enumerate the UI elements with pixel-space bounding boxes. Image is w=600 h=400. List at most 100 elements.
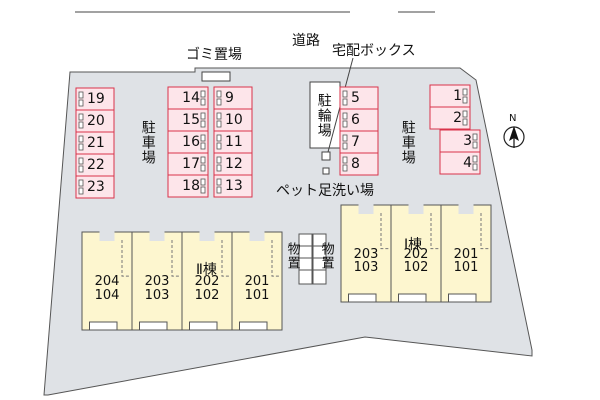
wheel-stop bbox=[78, 121, 84, 129]
parking-space-number: 16 bbox=[182, 134, 200, 150]
unit-partition bbox=[380, 213, 389, 250]
wheel-stop bbox=[200, 156, 206, 164]
parking-space bbox=[429, 106, 471, 130]
building-1-label: Ⅰ棟 bbox=[404, 237, 423, 253]
wheel-stop bbox=[78, 143, 84, 151]
wheel-stop bbox=[342, 156, 348, 164]
parking-space bbox=[439, 151, 481, 175]
unit-partition bbox=[480, 213, 489, 250]
parking-space-number: 23 bbox=[87, 179, 105, 195]
unit-balcony bbox=[239, 321, 268, 331]
wheel-stop bbox=[78, 165, 84, 173]
building-1-unit bbox=[340, 204, 392, 303]
wheel-stop bbox=[472, 163, 478, 171]
parking-space-number: 3 bbox=[463, 133, 472, 149]
parking-space-number: 4 bbox=[463, 155, 472, 171]
parking-lot-label-left: 駐車場 bbox=[139, 120, 156, 165]
parking-space-number: 15 bbox=[182, 112, 200, 128]
wheel-stop bbox=[216, 98, 222, 106]
wheel-stop bbox=[462, 96, 468, 104]
parking-space-number: 18 bbox=[182, 178, 200, 194]
parking-space bbox=[167, 174, 209, 198]
building-2-label: Ⅱ棟 bbox=[196, 262, 217, 278]
wheel-stop bbox=[216, 156, 222, 164]
wheel-stop bbox=[200, 90, 206, 98]
parking-space-number: 7 bbox=[351, 134, 360, 150]
wheel-stop bbox=[200, 164, 206, 172]
unit-balcony bbox=[398, 293, 427, 303]
compass-icon bbox=[503, 126, 525, 148]
unit-porch bbox=[408, 204, 424, 214]
building-2-unit bbox=[81, 231, 133, 331]
wheel-stop bbox=[78, 179, 84, 187]
wheel-stop bbox=[342, 90, 348, 98]
parking-space bbox=[75, 175, 115, 199]
unit-partition bbox=[221, 240, 230, 277]
unit-partition bbox=[171, 240, 180, 277]
pet-wash-station bbox=[322, 167, 330, 175]
parking-space-number: 22 bbox=[87, 157, 105, 173]
wheel-stop bbox=[472, 155, 478, 163]
wheel-stop bbox=[216, 112, 222, 120]
unit-porch bbox=[199, 231, 215, 241]
unit-porch bbox=[358, 204, 374, 214]
parking-lot-label-right: 駐車場 bbox=[399, 120, 416, 165]
unit-balcony bbox=[448, 293, 477, 303]
parking-space-number: 10 bbox=[225, 112, 243, 128]
wheel-stop bbox=[78, 99, 84, 107]
garbage-box bbox=[201, 71, 231, 82]
wheel-stop bbox=[462, 88, 468, 96]
wheel-stop bbox=[462, 110, 468, 118]
wheel-stop bbox=[200, 120, 206, 128]
storage-label-2: 物置 bbox=[318, 242, 334, 270]
unit-partition bbox=[121, 240, 130, 277]
unit-partition bbox=[430, 213, 439, 250]
unit-balcony bbox=[348, 293, 377, 303]
garbage-area-label: ゴミ置場 bbox=[186, 47, 242, 63]
wheel-stop bbox=[200, 134, 206, 142]
wheel-stop bbox=[216, 134, 222, 142]
parking-space-number: 6 bbox=[351, 112, 360, 128]
wheel-stop bbox=[200, 142, 206, 150]
wheel-stop bbox=[200, 98, 206, 106]
unit-porch bbox=[458, 204, 474, 214]
parking-space-number: 8 bbox=[351, 156, 360, 172]
wheel-stop bbox=[216, 178, 222, 186]
parking-space-number: 12 bbox=[225, 156, 243, 172]
wheel-stop bbox=[216, 142, 222, 150]
wheel-stop bbox=[200, 186, 206, 194]
parking-space-number: 14 bbox=[182, 90, 200, 106]
wheel-stop bbox=[216, 120, 222, 128]
wheel-stop bbox=[78, 113, 84, 121]
unit-balcony bbox=[189, 321, 218, 331]
unit-porch bbox=[249, 231, 265, 241]
wheel-stop bbox=[78, 157, 84, 165]
parking-space-number: 5 bbox=[351, 90, 360, 106]
wheel-stop bbox=[342, 120, 348, 128]
delivery-box-label: 宅配ボックス bbox=[332, 43, 416, 59]
storage-label-1: 物置 bbox=[284, 242, 300, 270]
unit-balcony bbox=[139, 321, 168, 331]
road-label: 道路 bbox=[292, 33, 320, 49]
parking-space-number: 9 bbox=[225, 90, 234, 106]
parking-space bbox=[339, 152, 379, 176]
bicycle-parking-area bbox=[309, 81, 341, 149]
wheel-stop bbox=[462, 118, 468, 126]
wheel-stop bbox=[216, 186, 222, 194]
building-2-unit bbox=[131, 231, 183, 331]
wheel-stop bbox=[342, 134, 348, 142]
wheel-stop bbox=[78, 187, 84, 195]
parking-space-number: 21 bbox=[87, 135, 105, 151]
wheel-stop bbox=[472, 141, 478, 149]
delivery-box bbox=[321, 151, 331, 161]
parking-space-number: 2 bbox=[453, 110, 462, 126]
wheel-stop bbox=[472, 133, 478, 141]
parking-space-number: 19 bbox=[87, 91, 105, 107]
wheel-stop bbox=[78, 91, 84, 99]
wheel-stop bbox=[342, 142, 348, 150]
